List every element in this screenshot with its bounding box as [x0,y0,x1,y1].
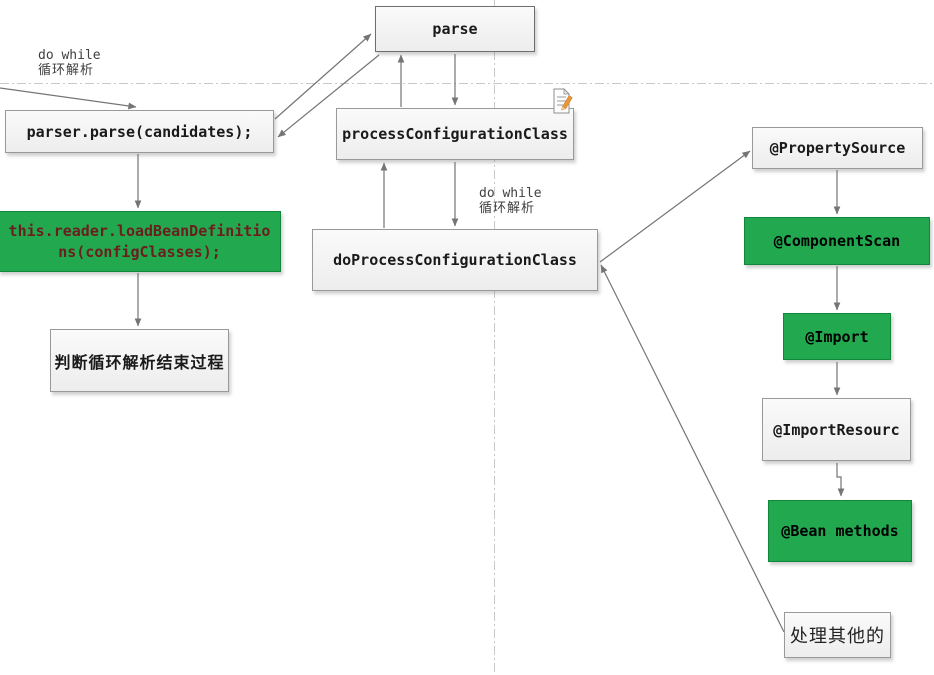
node-property-source[interactable]: @PropertySource [752,127,923,169]
node-import[interactable]: @Import [783,313,891,360]
annotation-do-while-middle: do while 循环解析 [479,186,542,217]
node-parse-label: parse [432,20,478,38]
node-judge-loop-end-label: 判断循环解析结束过程 [54,352,225,372]
annotation-do-while-middle-line1: do while [479,186,542,201]
connector-offscreen-to-parser-parse [0,87,137,110]
connector-importresource-to-beanmethods [836,463,845,497]
node-process-configuration-class-label: processConfigurationClass [342,125,568,143]
node-load-bean-definitions[interactable]: this.reader.loadBeanDefinitions(configCl… [0,211,281,272]
node-parse[interactable]: parse [375,6,535,52]
node-bean-methods-label: @Bean methods [781,522,899,540]
node-import-resource-label: @ImportResourc [773,420,900,439]
node-judge-loop-end[interactable]: 判断循环解析结束过程 [50,329,229,392]
connector-parse-to-parser-parse [277,54,380,138]
node-import-label: @Import [805,327,869,346]
annotation-do-while-top-line1: do while [38,48,101,63]
node-handle-others[interactable]: 处理其他的 [784,612,891,658]
node-do-process-configuration-class-label: doProcessConfigurationClass [333,251,577,269]
connector-handle-others-to-doprocess [600,264,785,633]
node-process-configuration-class[interactable]: processConfigurationClass [336,108,574,160]
node-parser-parse-candidates-label: parser.parse(candidates); [26,122,253,141]
node-import-resource[interactable]: @ImportResourc [762,398,911,461]
node-property-source-label: @PropertySource [769,139,906,157]
node-parser-parse-candidates[interactable]: parser.parse(candidates); [5,110,274,153]
connector-doprocess-to-propertysource [599,150,751,263]
node-component-scan[interactable]: @ComponentScan [744,217,930,265]
node-component-scan-label: @ComponentScan [773,232,901,250]
node-do-process-configuration-class[interactable]: doProcessConfigurationClass [312,229,598,291]
node-handle-others-label: 处理其他的 [790,626,885,647]
annotation-do-while-top-line2: 循环解析 [38,63,95,79]
annotation-do-while-middle-line2: 循环解析 [479,201,536,217]
node-load-bean-definitions-label: this.reader.loadBeanDefinitions(configCl… [8,222,271,261]
node-bean-methods[interactable]: @Bean methods [768,500,912,562]
annotation-do-while-top: do while 循环解析 [38,48,101,79]
connector-parser-parse-to-parse [274,33,372,120]
document-edit-icon[interactable] [551,88,574,114]
